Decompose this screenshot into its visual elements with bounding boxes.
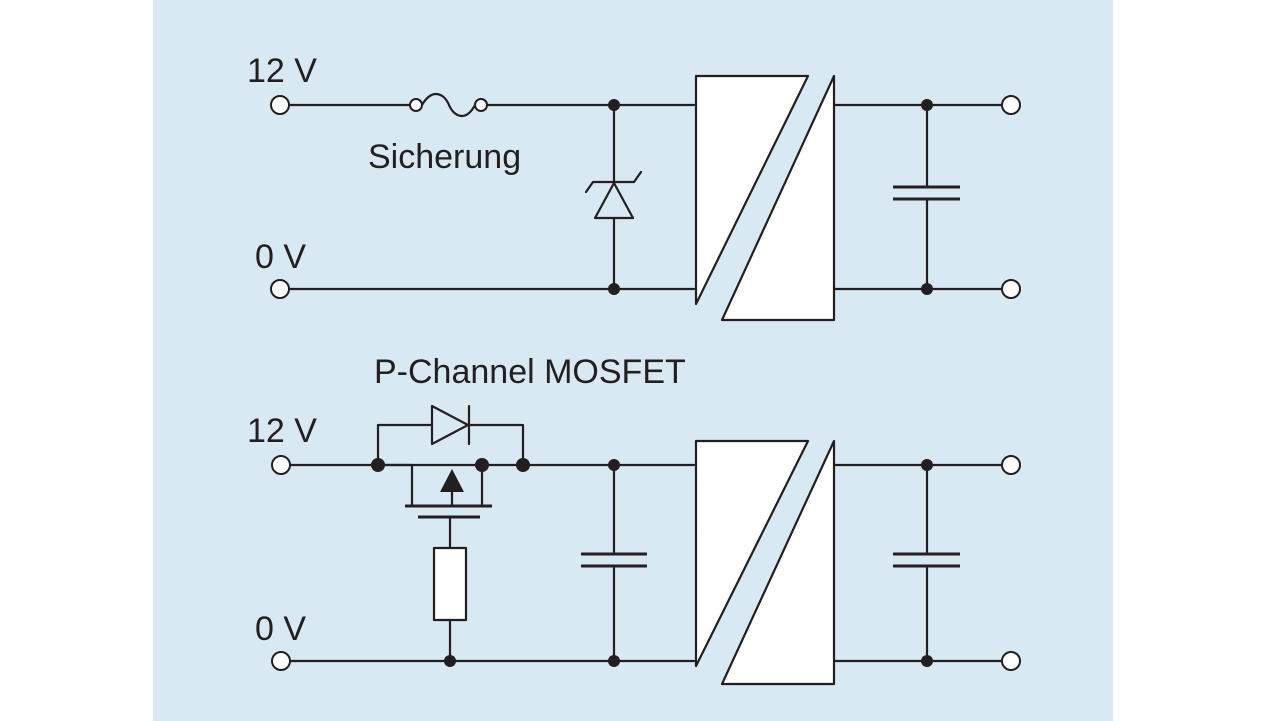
diagram-panel	[153, 0, 1113, 721]
top-output-capacitor	[893, 103, 960, 291]
fuse-label: Sicherung	[368, 138, 521, 176]
mosfet-symbol	[376, 463, 492, 550]
bottom-node-3	[516, 458, 530, 472]
top-input-0v-terminal	[270, 279, 290, 299]
fuse-symbol	[409, 93, 488, 117]
bottom-12v-label: 12 V	[247, 412, 317, 450]
gate-resistor-symbol	[432, 546, 468, 663]
top-output-positive-terminal	[1001, 95, 1021, 115]
bottom-converter-block	[694, 439, 836, 686]
top-output-ground-terminal	[1001, 279, 1021, 299]
bottom-output-capacitor	[893, 463, 960, 663]
top-input-12v-terminal	[270, 95, 290, 115]
top-output-node-2	[921, 283, 933, 295]
top-12v-label: 12 V	[247, 52, 317, 90]
bottom-node-5	[444, 655, 456, 667]
bottom-output-node-2	[921, 655, 933, 667]
bottom-input-0v-terminal	[271, 651, 291, 671]
top-converter-block	[694, 74, 836, 322]
top-0v-label: 0 V	[255, 238, 306, 276]
mosfet-label: P-Channel MOSFET	[374, 353, 686, 391]
bottom-output-positive-terminal	[1001, 455, 1021, 475]
bottom-node-2	[475, 458, 489, 472]
bottom-0v-label: 0 V	[255, 610, 306, 648]
top-circuit: 12 V 0 V Sicherung	[247, 52, 1021, 322]
bottom-input-12v-terminal	[271, 455, 291, 475]
top-node-1	[608, 99, 620, 111]
bottom-input-capacitor	[581, 463, 647, 663]
body-diode-symbol	[376, 404, 525, 467]
bottom-node-1	[371, 458, 385, 472]
top-node-2	[608, 283, 620, 295]
bottom-output-node-1	[921, 459, 933, 471]
zener-diode-symbol	[584, 103, 643, 291]
bottom-circuit: P-Channel MOSFET 12 V 0 V	[247, 353, 1021, 686]
bottom-output-ground-terminal	[1001, 651, 1021, 671]
top-output-node-1	[921, 99, 933, 111]
